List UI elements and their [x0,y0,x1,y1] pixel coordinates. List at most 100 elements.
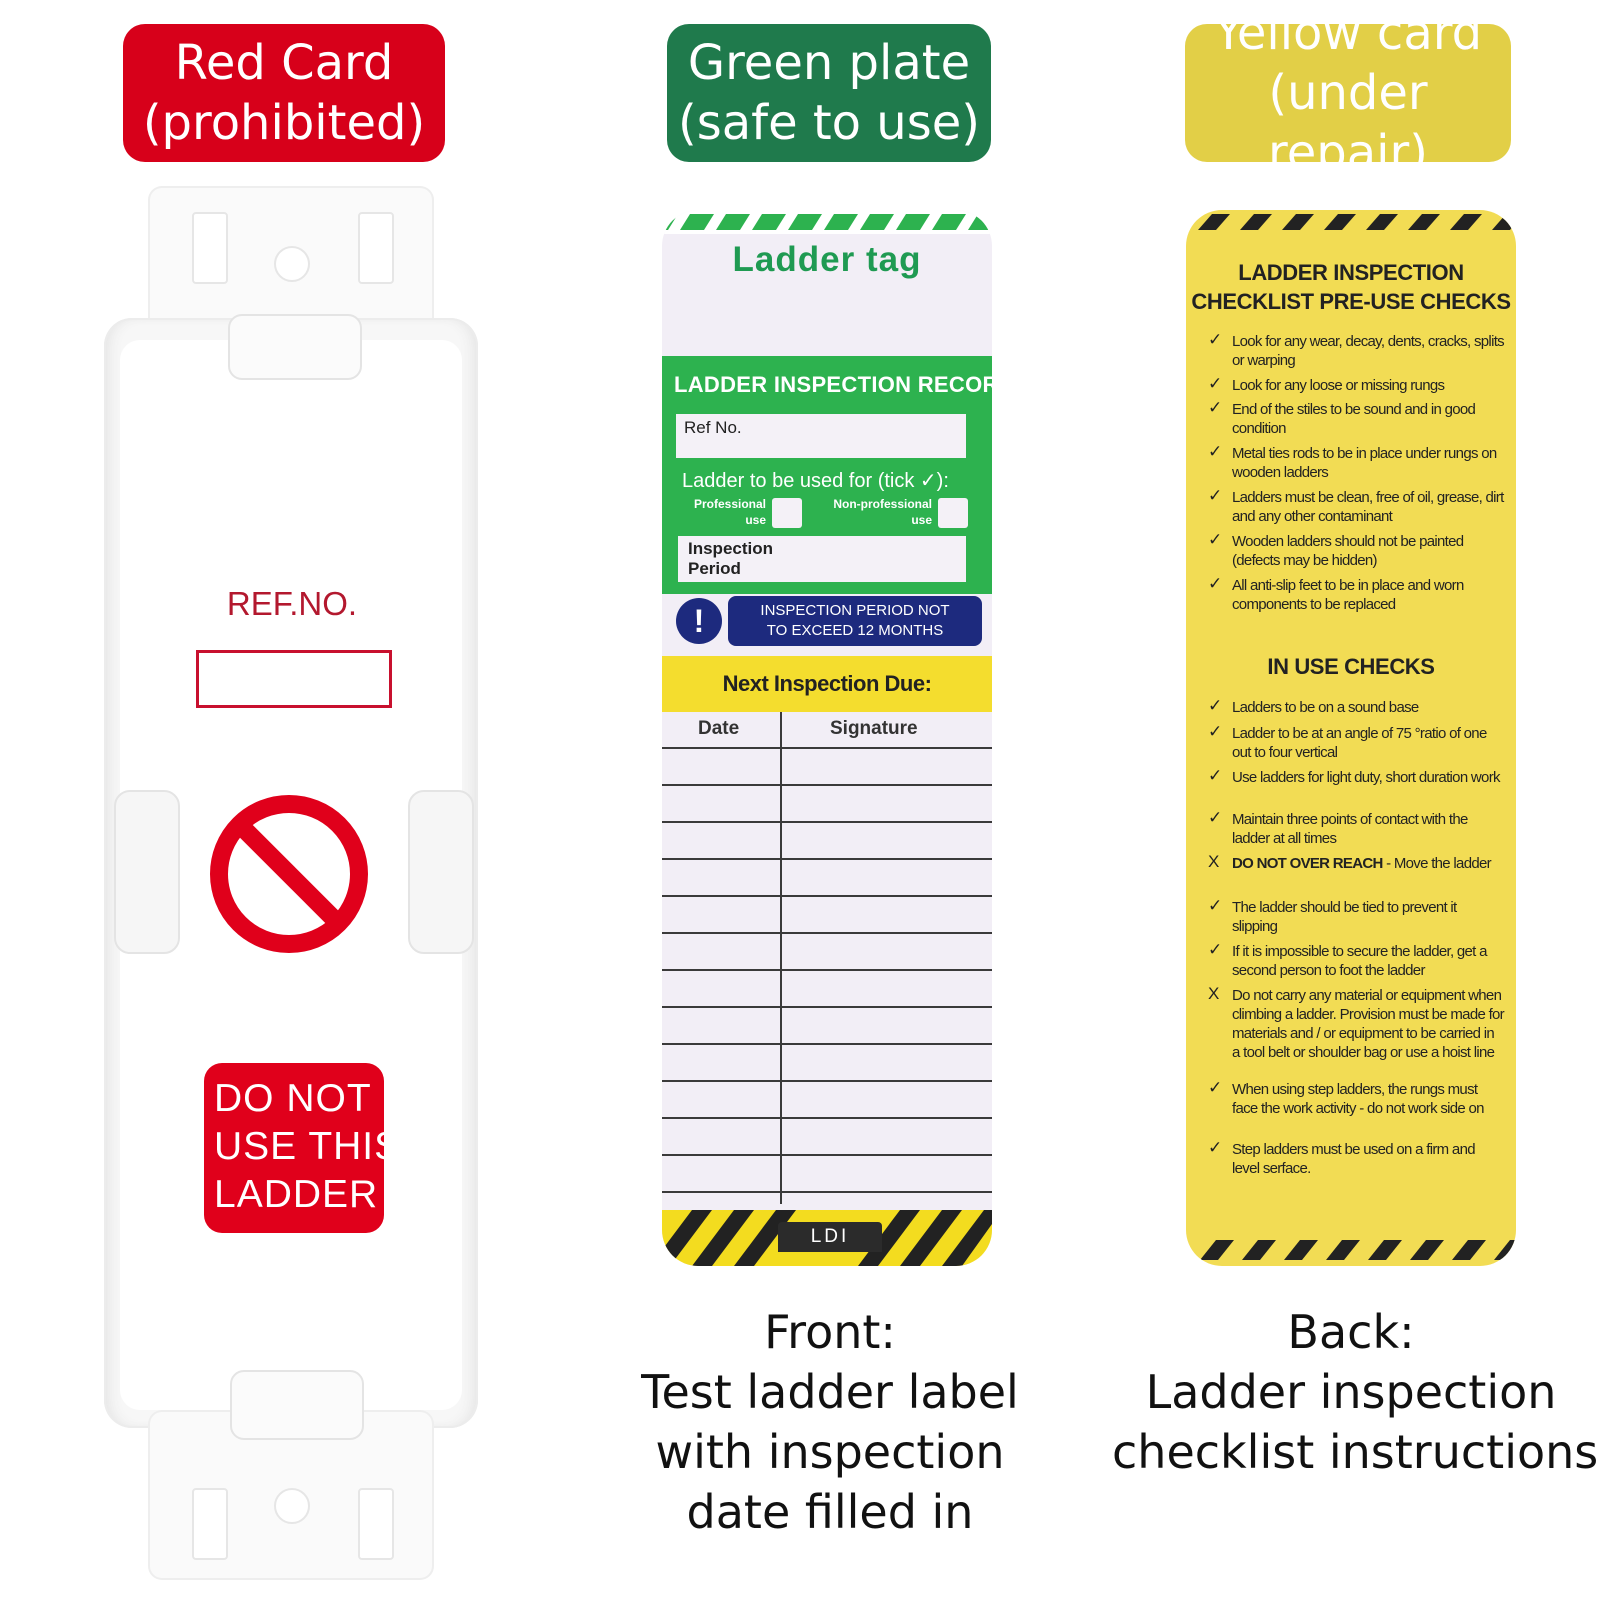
list-item-text: DO NOT OVER REACH - Move the ladder [1232,854,1504,873]
table-row[interactable] [662,1082,992,1119]
do-not-use-line: LADDER [214,1173,379,1216]
table-row[interactable] [662,749,992,786]
professional-use-checkbox[interactable] [772,498,802,528]
holder-left-tab [114,790,180,954]
red-card-badge: Red Card (prohibited) [123,24,445,162]
list-item: ✓Ladders to be on a sound base [1208,696,1504,717]
check-mark-icon: ✓ [1208,1078,1222,1097]
list-item: X DO NOT OVER REACH - Move the ladder [1208,852,1504,873]
back-caption-line: Back: [1287,1305,1415,1359]
table-row[interactable] [662,934,992,971]
list-item-text: Look for any loose or missing rungs [1232,377,1445,394]
bottom-hazard-stripes [1200,1240,1516,1260]
holder-hole [274,1488,310,1524]
date-column-header: Date [698,718,740,739]
table-row[interactable] [662,1008,992,1045]
inspection-period-warning: INSPECTION PERIOD NOT TO EXCEED 12 MONTH… [728,596,982,646]
front-caption-line: Test ladder label [641,1365,1019,1419]
table-row[interactable] [662,860,992,897]
holder-top-clip [228,314,362,380]
check-mark-icon: ✓ [1208,696,1222,715]
inspection-record-panel: LADDER INSPECTION RECORD Ref No. Ladder … [662,356,992,594]
x-mark-icon: X [1208,852,1219,871]
do-not-use-line: DO NOT [214,1077,372,1120]
check-mark-icon: ✓ [1208,442,1222,461]
ladder-use-instruction: Ladder to be used for (tick ✓): [682,470,949,492]
check-mark-icon: ✓ [1208,766,1222,785]
table-row[interactable] [662,1045,992,1082]
back-caption-line: checklist instructions [1112,1425,1599,1479]
list-item: ✓Metal ties rods to be in place under ru… [1208,442,1504,482]
table-row[interactable] [662,823,992,860]
list-item-text: If it is impossible to secure the ladder… [1232,943,1487,979]
non-professional-use-line: use [911,513,932,527]
list-item-emphasis: DO NOT OVER REACH [1232,855,1383,872]
ladder-tag-title: Ladder tag [732,240,922,279]
table-column-divider [780,712,782,1204]
list-item: ✓ When using step ladders, the rungs must… [1208,1078,1504,1118]
list-item-text: Do not carry any material or equipment w… [1232,987,1505,1061]
list-item: ✓Look for any wear, decay, dents, cracks… [1208,330,1505,370]
ref-no-field[interactable]: Ref No. [676,414,966,458]
front-caption-line: Front: [764,1305,896,1359]
check-mark-icon: ✓ [1208,722,1222,741]
non-professional-use-line: Non-professional [833,497,932,511]
inspection-period-line: Period [688,559,741,578]
checklist-title-line: CHECKLIST PRE-USE CHECKS [1191,289,1511,314]
inspection-period-label: Inspection Period [688,539,773,579]
holder-slot [358,1488,394,1560]
checklist-title-line: LADDER INSPECTION [1238,260,1464,285]
in-use-checks-title: IN USE CHECKS [1267,654,1435,679]
table-row[interactable] [662,1119,992,1156]
check-mark-icon: ✓ [1208,574,1222,593]
table-row[interactable] [662,971,992,1008]
list-item-text: Maintain three points of contact with th… [1232,811,1468,847]
professional-use-label: Professional use [674,496,766,528]
list-item-text: All anti-slip feet to be in place and wo… [1232,577,1464,613]
list-item-text: The ladder should be tied to prevent it … [1232,899,1457,935]
red-card-badge-subtitle: (prohibited) [142,95,426,151]
list-item: ✓ Ladder to be at an angle of 75 °ratio o… [1208,722,1504,762]
non-professional-use-label: Non-professional use [808,496,932,528]
list-item: ✓ Maintain three points of contact with t… [1208,808,1504,848]
holder-slot [358,212,394,284]
front-caption-line: date filled in [686,1485,974,1539]
list-item: ✓The ladder should be tied to prevent it… [1208,896,1504,936]
non-professional-use-checkbox[interactable] [938,498,968,528]
back-caption: Back: Ladder inspection checklist instru… [1112,1302,1599,1482]
table-row[interactable] [662,786,992,823]
green-plate-badge: Green plate (safe to use) [667,24,991,162]
list-item: ✓ Look for any loose or missing rungs [1208,374,1504,395]
exclamation-icon: ! [676,598,722,644]
list-item-text: When using step ladders, the rungs must … [1232,1081,1485,1117]
front-caption-line: with inspection [655,1425,1005,1479]
table-row[interactable] [662,1156,992,1193]
list-item: ✓ If it is impossible to secure the ladde… [1208,940,1504,980]
ref-no-field-label: Ref No. [684,418,742,437]
list-item-text: Wooden ladders should not be painted (de… [1232,533,1464,569]
check-mark-icon: ✓ [1208,808,1222,827]
list-item: ✓Step ladders must be used on a firm and… [1208,1138,1504,1178]
list-item: ✓End of the stiles to be sound and in go… [1208,398,1504,438]
list-item-text-rest: - Move the ladder [1382,855,1492,872]
list-item: ✓Ladders must be clean, free of oil, gre… [1208,486,1504,526]
holder-bottom-clip [230,1370,364,1440]
holder-slot [192,1488,228,1560]
list-item: ✓ Use ladders for light duty, short durat… [1208,766,1504,787]
do-not-use-line: USE THIS [214,1125,402,1168]
list-item-text: End of the stiles to be sound and in goo… [1232,401,1476,437]
list-item-text: Ladder to be at an angle of 75 °ratio of… [1232,725,1487,761]
inspection-period-field[interactable]: Inspection Period [678,536,966,582]
green-plate-badge-title: Green plate [687,35,971,91]
list-item-text: Use ladders for light duty, short durati… [1232,769,1500,786]
inspection-period-warning-line: INSPECTION PERIOD NOT [760,602,950,619]
table-row[interactable] [662,897,992,934]
check-mark-icon: ✓ [1208,940,1222,959]
holder-slot [192,212,228,284]
table-header-row: Date Signature [662,712,992,749]
check-mark-icon: ✓ [1208,330,1222,349]
front-caption: Front: Test ladder label with inspection… [620,1302,1040,1542]
inspection-record-header: LADDER INSPECTION RECORD [674,372,992,397]
check-mark-icon: ✓ [1208,374,1222,393]
